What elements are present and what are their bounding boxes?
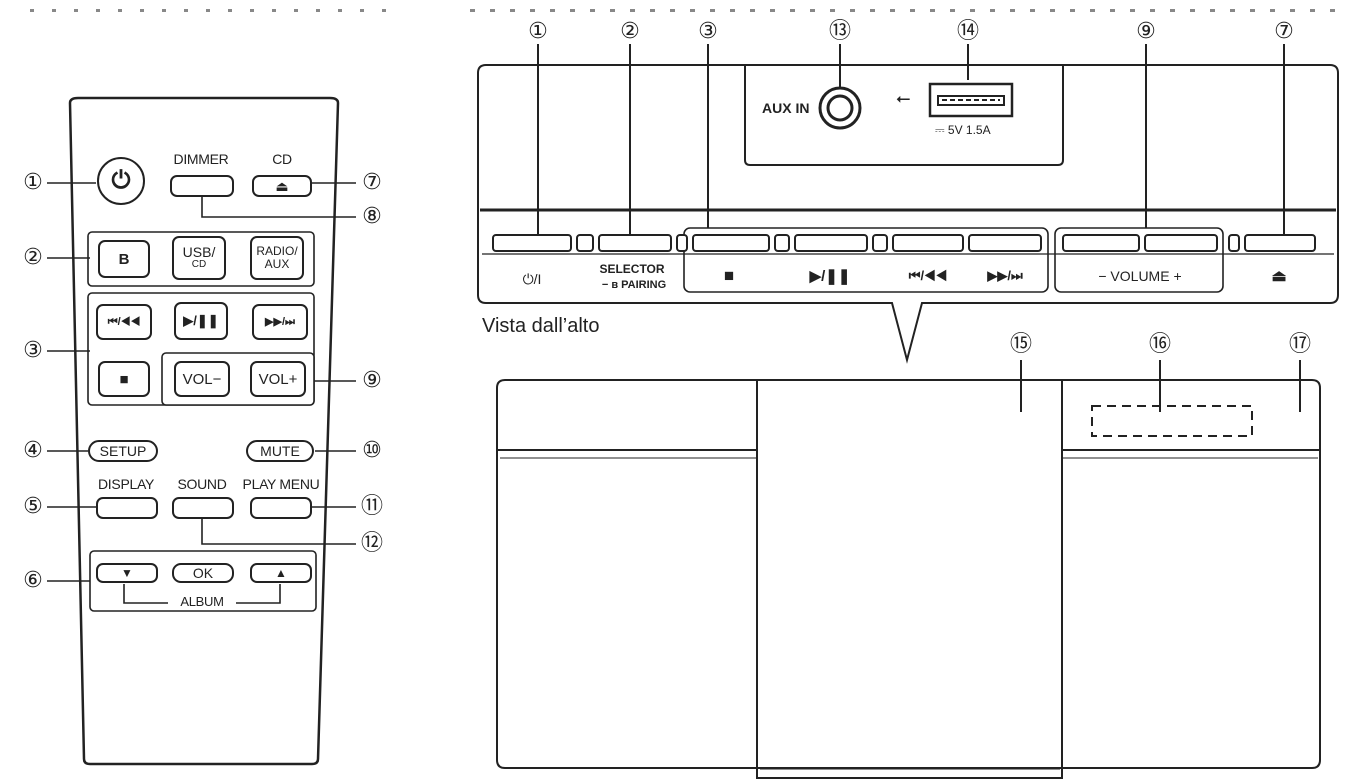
skip-back-icon: ⏮/◀◀ [107, 315, 141, 328]
panel-volume-up-button[interactable] [1144, 234, 1218, 252]
panel-skip-forward-button[interactable] [968, 234, 1042, 252]
panel-small-segment [872, 234, 888, 252]
callout-16: ⑯ [1148, 332, 1172, 357]
cd-lid[interactable] [757, 380, 1062, 778]
play-pause-button[interactable]: ▶/❚❚ [174, 302, 228, 340]
cd-label: CD [272, 151, 292, 167]
album-down-button[interactable]: ▼ [96, 563, 158, 583]
dimmer-label: DIMMER [173, 151, 229, 167]
bluetooth-button[interactable]: B [98, 240, 150, 278]
cd-sub-label: CD [191, 259, 207, 271]
panel-volume-down-button[interactable] [1062, 234, 1140, 252]
up-arrow-icon: ▲ [275, 566, 287, 580]
play-menu-button[interactable] [250, 497, 312, 519]
vol-minus-button[interactable]: VOL− [174, 361, 230, 397]
panel-eject-button[interactable] [1244, 234, 1316, 252]
bluetooth-icon: B [118, 250, 130, 268]
album-up-button[interactable]: ▲ [250, 563, 312, 583]
aux-in-label: AUX IN [762, 100, 810, 116]
panel-skip-back-button[interactable] [892, 234, 964, 252]
sound-button[interactable] [172, 497, 234, 519]
ok-label: OK [192, 565, 214, 581]
album-label: ALBUM [177, 594, 227, 609]
callout-1-unit: ① [528, 19, 548, 44]
panel-stop-icon: ■ [723, 266, 735, 285]
skip-forward-icon: ▶▶/⏭ [265, 316, 295, 328]
down-arrow-icon: ▼ [121, 566, 133, 580]
eject-icon: ⏏ [275, 177, 289, 194]
left-speaker-grille [498, 460, 756, 760]
dimmer-button[interactable] [170, 175, 234, 197]
panel-small-segment [1228, 234, 1240, 252]
callout-3-unit: ③ [698, 19, 718, 44]
callout-15: ⑮ [1009, 332, 1033, 357]
setup-label: SETUP [99, 443, 147, 459]
vol-plus-label: VOL+ [258, 370, 298, 388]
callout-3-remote: ③ [23, 338, 43, 363]
panel-pairing-label: − ʙ PAIRING [601, 279, 667, 291]
play-menu-label: PLAY MENU [242, 476, 320, 492]
panel-selector-button[interactable] [598, 234, 672, 252]
mute-button[interactable]: MUTE [246, 440, 314, 462]
cd-eject-button[interactable]: ⏏ [252, 175, 312, 197]
stop-button[interactable]: ■ [98, 361, 150, 397]
radio-label: RADIO/ [256, 244, 298, 259]
panel-play-pause-button[interactable] [794, 234, 868, 252]
panel-stop-button[interactable] [692, 234, 770, 252]
usb-icon: ⭠ [896, 88, 911, 108]
skip-back-button[interactable]: ⏮/◀◀ [96, 304, 152, 340]
vol-plus-button[interactable]: VOL+ [250, 361, 306, 397]
remote-power-button[interactable]: ⏻ [97, 157, 145, 205]
callout-11: ⑪ [360, 494, 384, 519]
panel-small-segment [576, 234, 594, 252]
mute-label: MUTE [260, 443, 300, 459]
panel-volume-label: − VOLUME + [1098, 268, 1182, 284]
right-speaker-grille [1063, 460, 1319, 760]
display-window [1092, 406, 1252, 436]
callout-5: ⑤ [23, 494, 43, 519]
aux-label: AUX [264, 257, 290, 271]
callout-7-unit: ⑦ [1274, 19, 1294, 44]
panel-skip-back-icon: ⏮/◀◀ [908, 268, 948, 283]
sound-label: SOUND [177, 476, 227, 492]
vol-minus-label: VOL− [182, 370, 222, 388]
callout-17: ⑰ [1288, 332, 1312, 357]
callout-7-remote: ⑦ [362, 170, 382, 195]
callout-13: ⑬ [828, 19, 852, 44]
panel-skip-forward-icon: ▶▶/⏭ [987, 268, 1023, 283]
panel-eject-icon: ⏏ [1271, 268, 1287, 285]
panel-play-pause-icon: ▶/❚❚ [809, 268, 851, 285]
stop-icon: ■ [119, 370, 129, 388]
display-label: DISPLAY [98, 476, 154, 492]
callout-8: ⑧ [362, 204, 382, 229]
callout-6: ⑥ [23, 568, 43, 593]
callout-9-unit: ⑨ [1136, 19, 1156, 44]
panel-small-segment [774, 234, 790, 252]
callout-2-remote: ② [23, 245, 43, 270]
usb-rating-label: ⎓ 5V 1.5A [935, 123, 991, 137]
ok-button[interactable]: OK [172, 563, 234, 583]
panel-power-label: ⏻/I [522, 271, 542, 287]
play-pause-icon: ▶/❚❚ [183, 313, 219, 328]
callout-9-remote: ⑨ [362, 368, 382, 393]
callout-12: ⑫ [360, 531, 384, 556]
callout-10: ⑩ [362, 438, 382, 463]
panel-small-segment [676, 234, 688, 252]
display-button[interactable] [96, 497, 158, 519]
callout-4: ④ [23, 438, 43, 463]
radio-aux-button[interactable]: RADIO/ AUX [250, 236, 304, 280]
skip-forward-button[interactable]: ▶▶/⏭ [252, 304, 308, 340]
callout-2-unit: ② [620, 19, 640, 44]
callout-14: ⑭ [956, 19, 980, 44]
usb-cd-button[interactable]: USB/ CD [172, 236, 226, 280]
power-icon: ⏻ [111, 167, 131, 194]
callout-1-remote: ① [23, 170, 43, 195]
panel-power-button[interactable] [492, 234, 572, 252]
top-view-caption: Vista dall’alto [482, 315, 600, 337]
setup-button[interactable]: SETUP [88, 440, 158, 462]
usb-label: USB/ [182, 244, 216, 261]
panel-selector-label: SELECTOR [599, 262, 665, 276]
